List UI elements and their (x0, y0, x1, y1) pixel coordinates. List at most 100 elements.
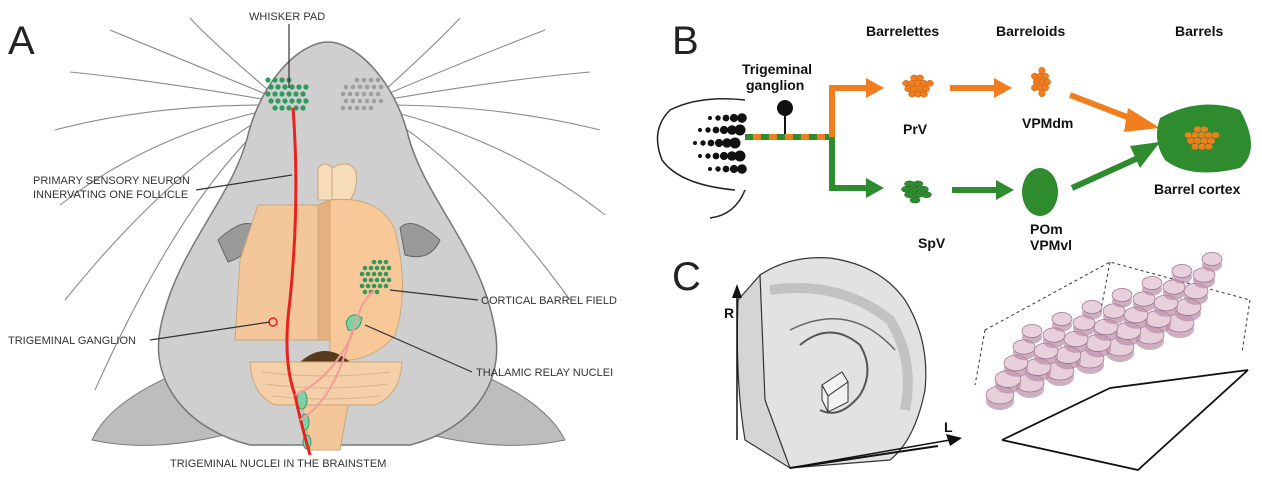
follicle-dot (379, 85, 384, 90)
follicle-dot (275, 98, 280, 103)
follicle-dot (362, 78, 367, 83)
cortical-barrel (1200, 126, 1208, 132)
follicle-dot (279, 105, 284, 110)
snout-follicle (708, 140, 715, 147)
snout-follicle (730, 114, 738, 122)
label-spv: SpV (918, 235, 946, 251)
follicle-dot (365, 99, 370, 104)
follicle-dot (379, 99, 384, 104)
snout-follicle (698, 154, 702, 158)
barrel-dot (369, 266, 374, 271)
follicle-dot (268, 98, 273, 103)
label-prv: PrV (903, 121, 928, 137)
label-primary-neuron-line2: INNERVATING ONE FOLLICLE (33, 189, 188, 201)
snout-follicle (708, 167, 712, 171)
snout-whisker-follicles (693, 113, 747, 174)
follicle-dot (351, 99, 356, 104)
follicle-dot (372, 99, 377, 104)
barrel-dot (387, 266, 392, 271)
barrel-dot (375, 290, 380, 295)
axis-label-r: R (724, 305, 734, 321)
spv-barrelette (922, 192, 932, 198)
prv-barrelette (917, 75, 924, 81)
follicle-dot (282, 84, 287, 89)
follicle-dot (341, 106, 346, 111)
barrel-dot (384, 284, 389, 289)
snout-follicle (698, 128, 702, 132)
follicle-dot (300, 105, 305, 110)
follicle-dot (358, 99, 363, 104)
snout-follicle (715, 166, 720, 171)
prv-barrelette (923, 86, 930, 92)
follicle-dot (279, 77, 284, 82)
snout-follicle (730, 165, 738, 173)
barrel-3d-top (1142, 276, 1162, 289)
barrel-dot (384, 272, 389, 277)
vpmdm-barreloid (1044, 79, 1050, 85)
snout-follicle (715, 115, 720, 120)
follicle-dot (272, 77, 277, 82)
snout-follicle (705, 127, 710, 132)
label-vpmdm: VPMdm (1022, 115, 1073, 131)
barrel-3d-top (1172, 264, 1192, 277)
snout-follicle (700, 140, 705, 145)
barrel-dot (384, 260, 389, 265)
barrel-dot (375, 278, 380, 283)
cortical-barrel (1205, 143, 1213, 149)
follicle-dot (300, 91, 305, 96)
follicle-dot (272, 91, 277, 96)
follicle-dot (369, 78, 374, 83)
barrel-dot (372, 284, 377, 289)
follicle-dot (268, 84, 273, 89)
axis-label-l: L (944, 419, 953, 435)
label-barrel-cortex: Barrel cortex (1154, 181, 1241, 197)
barrel-dot (381, 278, 386, 283)
follicle-dot (286, 91, 291, 96)
snout-follicle (720, 152, 728, 160)
header-barrels: Barrels (1175, 23, 1223, 39)
follicle-dot (369, 92, 374, 97)
snout-follicle (737, 113, 747, 123)
header-barreloids: Barreloids (996, 23, 1065, 39)
prv-barrelettes (903, 75, 934, 97)
snout-follicle (713, 127, 720, 134)
panel-c: C R L (672, 252, 1250, 470)
snout-follicle (705, 153, 710, 158)
follicle-dot (348, 106, 353, 111)
follicle-dot (358, 85, 363, 90)
follicle-dot (275, 84, 280, 89)
panel-b: B Barrelettes Barreloids Barrels Trigemi… (658, 19, 1252, 253)
follicle-dot (365, 85, 370, 90)
barrel-dot (372, 260, 377, 265)
label-trigeminal-nuclei: TRIGEMINAL NUCLEI IN THE BRAINSTEM (170, 458, 386, 470)
label-trigeminal: Trigeminal (742, 61, 812, 77)
label-trigeminal-ganglion: TRIGEMINAL GANGLION (8, 335, 136, 347)
label-primary-neuron-line1: PRIMARY SENSORY NEURON (33, 175, 190, 187)
spv-barrelette (919, 186, 929, 192)
snout-follicle (720, 126, 728, 134)
cortical-barrel (1212, 132, 1220, 138)
snout-follicle (735, 151, 746, 162)
panel-c-letter: C (672, 255, 701, 299)
follicle-dot (265, 91, 270, 96)
cortical-barrel (1207, 138, 1215, 144)
label-vpmvl: VPMvl (1030, 237, 1072, 253)
follicle-dot (372, 85, 377, 90)
barrel-3d-top (1202, 252, 1222, 265)
barrel-dot (360, 272, 365, 277)
follicle-dot (272, 105, 277, 110)
barrel-dot (378, 284, 383, 289)
barrel-3d-top (1052, 312, 1072, 325)
prv-barrelette (926, 80, 933, 86)
snout-follicle (723, 166, 730, 173)
follicle-dot (341, 92, 346, 97)
barrel-dot (360, 284, 365, 289)
paralemniscal-pathway (832, 137, 1138, 190)
barrel-cortex (1157, 105, 1251, 173)
snout-follicle (737, 164, 747, 174)
follicle-dot (296, 98, 301, 103)
label-cortical-barrel-field: CORTICAL BARREL FIELD (481, 295, 617, 307)
snout-follicle (713, 153, 720, 160)
prv-barrelette (920, 91, 927, 97)
